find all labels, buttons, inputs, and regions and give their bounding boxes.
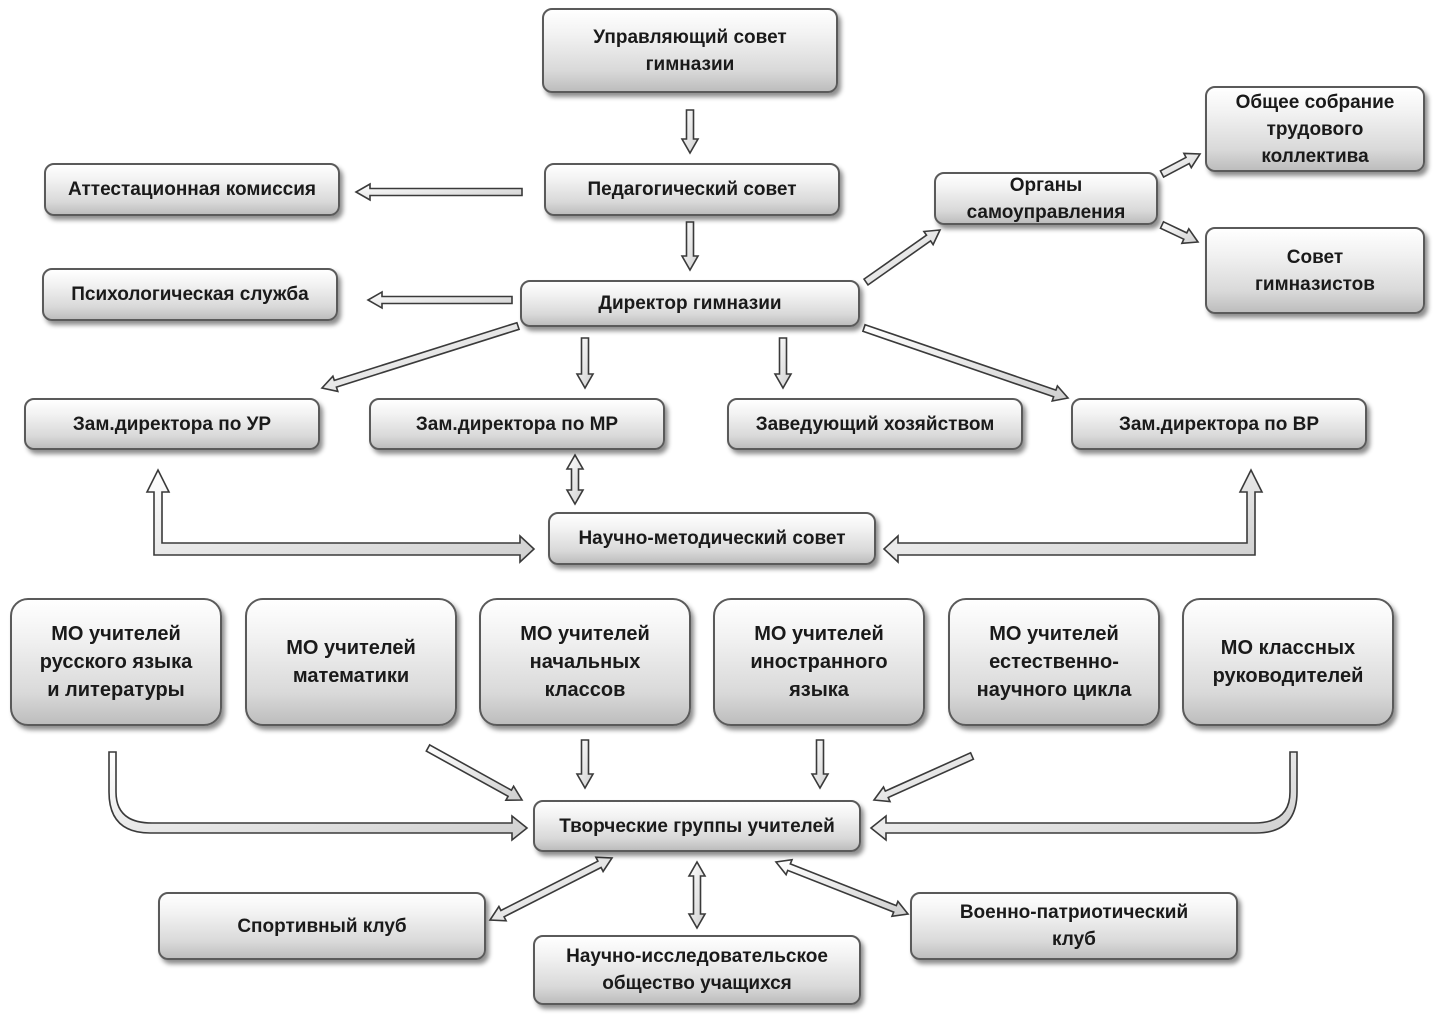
arrow-director-to-deputy-mr: [575, 337, 595, 390]
arrow-director-to-household: [773, 337, 793, 390]
arrow-mo-russian-to-creative: [108, 751, 529, 842]
creative-groups-box: Творческие группы учителей: [533, 800, 861, 852]
arrow-governing-to-pedagogical: [680, 109, 700, 155]
arrow-pedagogical-to-director: [680, 221, 700, 272]
military-club-box: Военно-патриотический клуб: [910, 892, 1238, 960]
arrow-self-government-to-student-council: [1159, 220, 1200, 245]
arrow-director-to-psychological: [366, 290, 513, 310]
arrow-mo-primary-to-creative: [575, 739, 595, 790]
mo-science-box: МО учителей естественно- научного цикла: [948, 598, 1160, 726]
arrow-director-to-deputy-vr: [861, 323, 1070, 403]
student-council-box: Совет гимназистов: [1205, 227, 1425, 314]
arrow-mo-science-to-creative: [872, 751, 975, 803]
household-head-box: Заведующий хозяйством: [727, 398, 1023, 450]
arrow-creative-research: [687, 860, 707, 930]
deputy-mr-box: Зам.директора по МР: [369, 398, 665, 450]
psychological-service-box: Психологическая служба: [42, 268, 338, 321]
mo-foreign-box: МО учителей иностранного языка: [713, 598, 925, 726]
arrow-self-government-to-general-meeting: [1159, 152, 1202, 179]
mo-math-box: МО учителей математики: [245, 598, 457, 726]
sports-club-box: Спортивный клуб: [158, 892, 486, 960]
arrow-director-to-deputy-ur: [320, 321, 521, 393]
arrow-director-to-self-government: [862, 229, 942, 287]
arrow-mr-methodical: [565, 453, 585, 506]
arrow-pedagogical-to-attestation: [354, 182, 523, 202]
pedagogical-council-box: Педагогический совет: [544, 163, 840, 216]
arrow-mo-class-teachers-to-creative: [869, 751, 1298, 842]
governing-council-box: Управляющий совет гимназии: [542, 8, 838, 93]
deputy-vr-box: Зам.директора по ВР: [1071, 398, 1367, 450]
arrow-vr-methodical: [882, 468, 1264, 564]
mo-russian-box: МО учителей русского языка и литературы: [10, 598, 222, 726]
arrow-ur-methodical: [145, 468, 536, 564]
research-society-box: Научно-исследовательское общество учащих…: [533, 935, 861, 1005]
arrow-mo-math-to-creative: [425, 743, 524, 802]
methodical-council-box: Научно-методический совет: [548, 512, 876, 565]
mo-class-teachers-box: МО классных руководителей: [1182, 598, 1394, 726]
director-box: Директор гимназии: [520, 280, 860, 327]
attestation-commission-box: Аттестационная комиссия: [44, 163, 340, 216]
general-meeting-box: Общее собрание трудового коллектива: [1205, 86, 1425, 172]
self-government-box: Органы самоуправления: [934, 172, 1158, 225]
mo-primary-box: МО учителей начальных классов: [479, 598, 691, 726]
deputy-ur-box: Зам.директора по УР: [24, 398, 320, 450]
arrow-mo-foreign-to-creative: [810, 739, 830, 790]
arrow-creative-military: [774, 858, 910, 918]
arrow-creative-sports: [488, 856, 614, 922]
